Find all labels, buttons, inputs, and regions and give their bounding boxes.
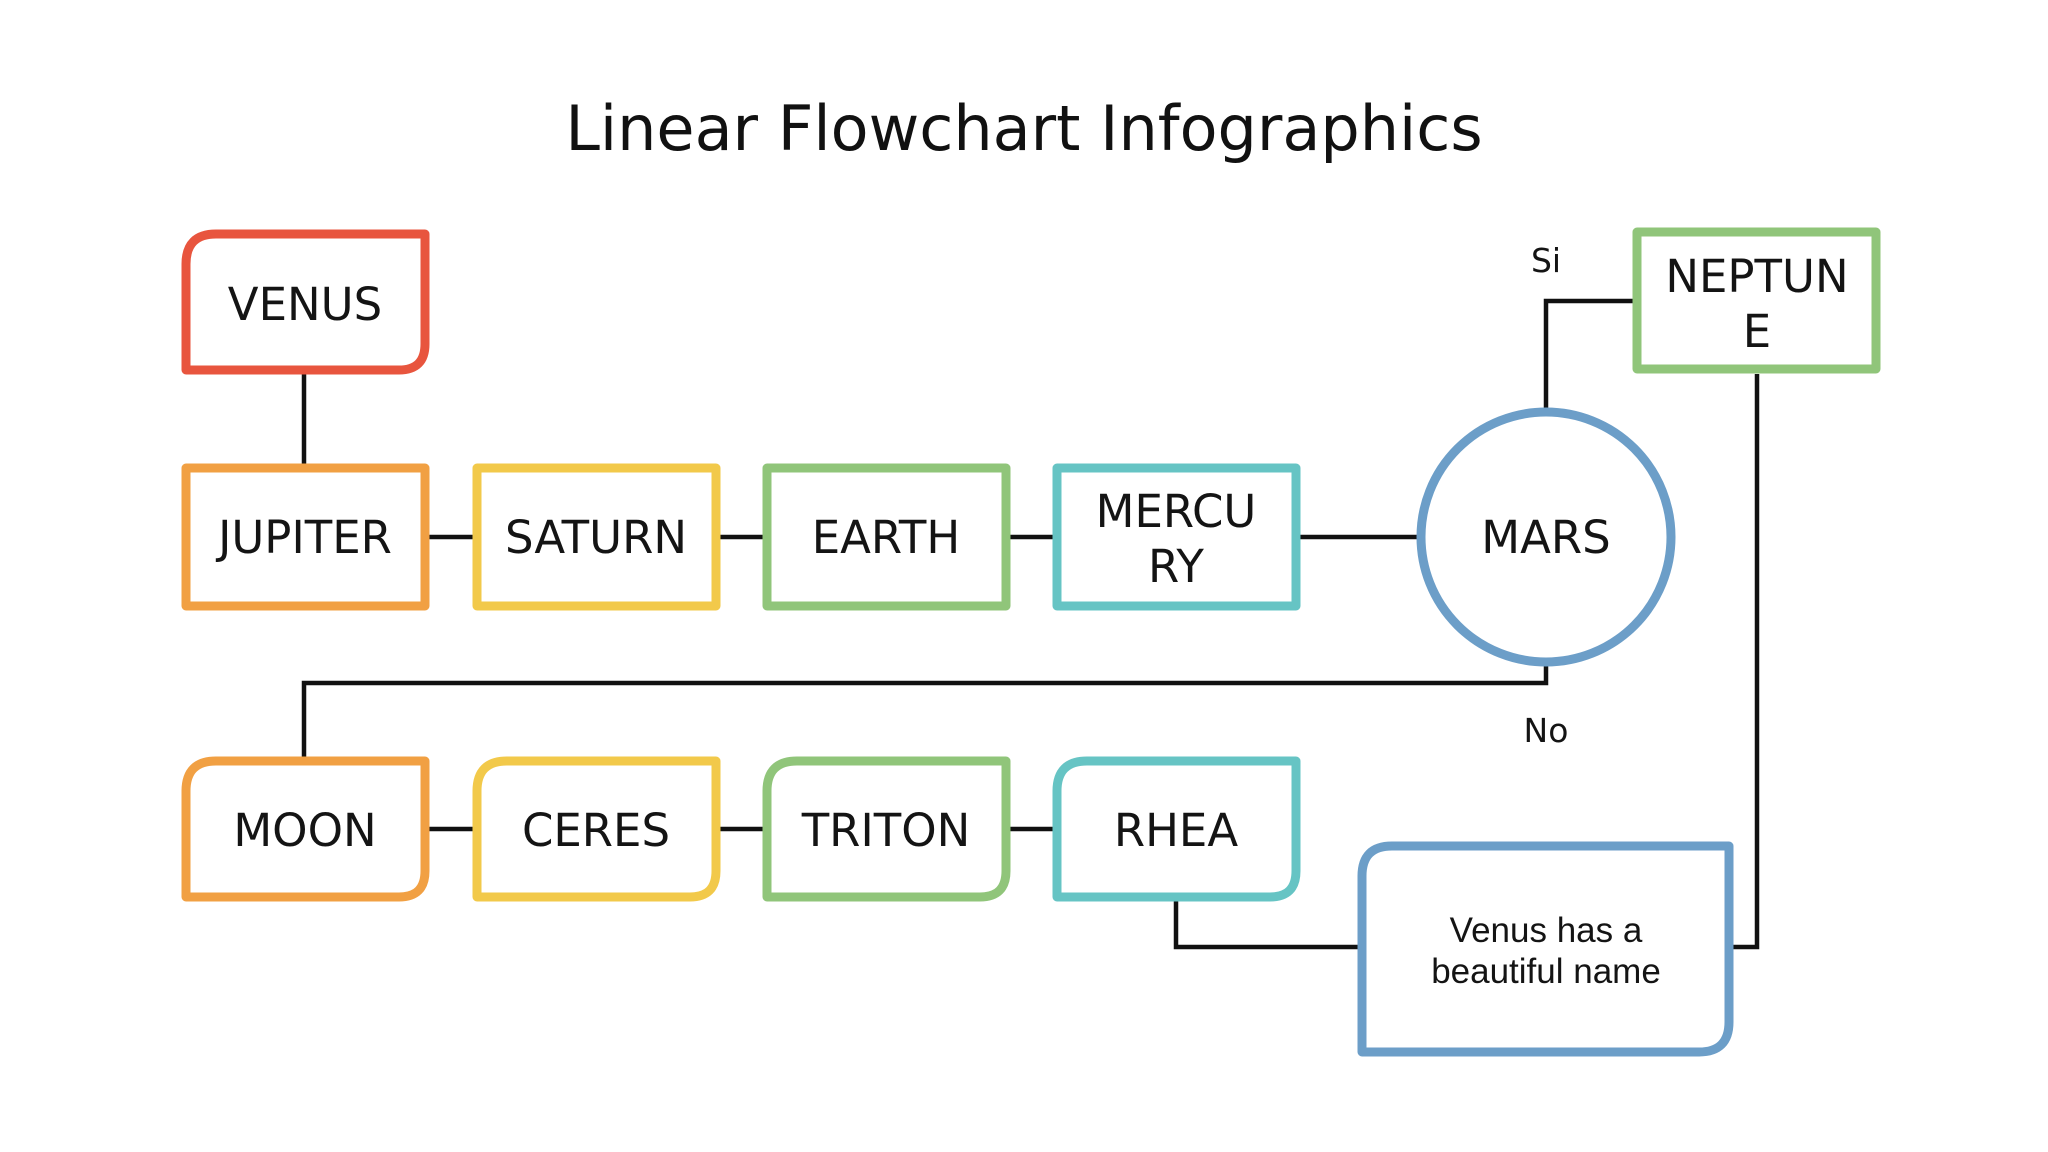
node-earth: EARTH: [762, 463, 1011, 611]
node-jupiter: JUPITER: [181, 463, 430, 611]
connector-neptune-note: [1731, 374, 1760, 950]
node-rhea: RHEA: [1052, 756, 1301, 902]
node-moon-label: MOON: [233, 804, 376, 857]
note-text-line2: beautiful name: [1431, 952, 1661, 991]
branch-label-yes: Si: [1531, 241, 1561, 280]
branch-label-no: No: [1524, 711, 1569, 750]
node-mercury-label-line1: MERCU: [1096, 485, 1257, 538]
connectors: [301, 298, 1760, 950]
note-text-line1: Venus has a: [1450, 911, 1643, 950]
node-triton: TRITON: [762, 756, 1011, 902]
node-saturn-label: SATURN: [505, 511, 687, 564]
node-neptune-label-line2: E: [1743, 305, 1771, 358]
node-jupiter-label: JUPITER: [215, 511, 392, 564]
node-triton-label: TRITON: [801, 804, 971, 857]
node-mars-label: MARS: [1481, 511, 1610, 564]
node-saturn: SATURN: [472, 463, 721, 611]
connector-mars-neptune-yes: [1543, 298, 1637, 411]
node-ceres-label: CERES: [522, 804, 670, 857]
node-earth-label: EARTH: [812, 511, 961, 564]
node-mercury-label-line2: RY: [1148, 540, 1204, 593]
node-neptune-label-line1: NEPTUN: [1665, 250, 1848, 303]
node-venus-label: VENUS: [228, 278, 382, 331]
node-mercury: MERCU RY: [1052, 463, 1301, 611]
node-neptune: NEPTUN E: [1632, 227, 1881, 374]
node-ceres: CERES: [472, 756, 721, 902]
note-box: Venus has a beautiful name: [1357, 841, 1734, 1057]
node-moon: MOON: [181, 756, 430, 902]
slide-title: Linear Flowchart Infographics: [565, 92, 1482, 165]
node-rhea-label: RHEA: [1114, 804, 1239, 857]
node-venus: VENUS: [181, 229, 430, 375]
node-mars: MARS: [1416, 407, 1676, 667]
connector-rhea-note: [1173, 897, 1362, 950]
connector-mars-moon-no: [301, 662, 1549, 761]
